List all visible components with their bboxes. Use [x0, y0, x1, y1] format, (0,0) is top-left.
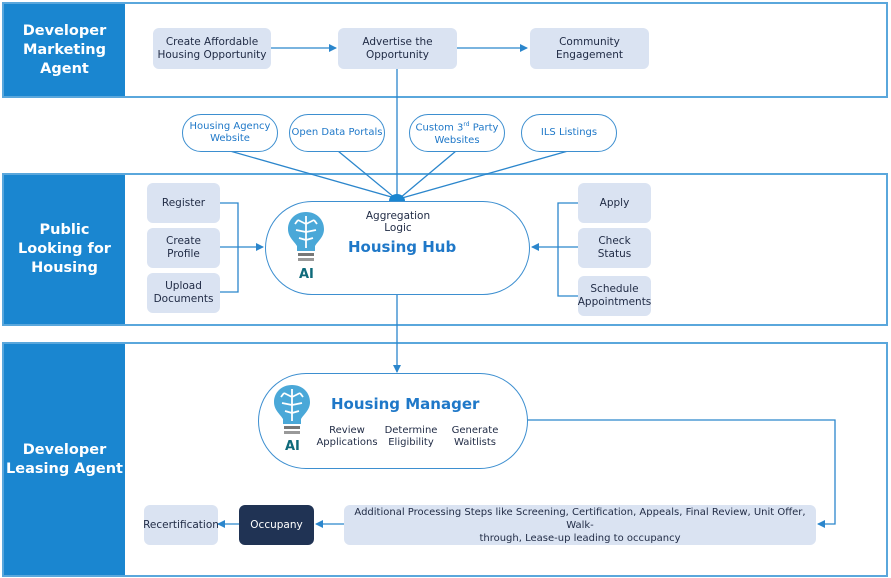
- action-text: Upload: [165, 280, 202, 292]
- bracket-left: [218, 202, 239, 293]
- lane-header-public: Public Looking for Housing: [4, 175, 125, 324]
- action-text: Documents: [153, 293, 214, 305]
- line-manager-to-processing: [526, 419, 836, 528]
- channel-text: Websites: [434, 134, 480, 146]
- action-text: Create Profile: [166, 235, 201, 260]
- step-text: Community: [559, 35, 620, 48]
- hub-title: Housing Hub: [348, 238, 457, 256]
- hub-subtitle: Aggregation Logic: [365, 210, 431, 234]
- lane-label-line: Marketing: [22, 41, 107, 58]
- lane-label-line: Leasing Agent: [6, 460, 123, 477]
- channel-text: Website: [210, 133, 250, 144]
- action-create-profile[interactable]: Create Profile: [147, 228, 220, 268]
- action-text: Register: [161, 196, 206, 209]
- action-apply[interactable]: Apply: [578, 183, 651, 223]
- step-text: Advertise the: [362, 35, 433, 48]
- step-text: Opportunity: [365, 48, 429, 61]
- step-occupancy[interactable]: Occupany: [239, 505, 314, 545]
- channel-text: Party: [472, 122, 499, 134]
- action-text: Appointments: [577, 296, 652, 308]
- aggregation-node: [389, 194, 405, 201]
- step-text: Engagement: [556, 48, 623, 61]
- lane-label-line: Developer: [22, 22, 107, 39]
- occupancy-text: Occupany: [250, 518, 303, 531]
- function-text: Eligibility: [388, 437, 434, 448]
- lightbulb-brain-icon: [274, 385, 310, 434]
- action-text: Check Status: [597, 235, 632, 260]
- channel-text: Custom 3: [415, 122, 464, 134]
- channel-open-data-portals[interactable]: Open Data Portals: [289, 114, 385, 152]
- manager-title: Housing Manager: [331, 395, 480, 413]
- bracket-right: [557, 202, 578, 297]
- function-text: Determine: [384, 425, 438, 436]
- line-channel-agency: [229, 150, 396, 199]
- manager-ai-label: AI: [285, 439, 300, 454]
- hub-ai-label: AI: [299, 267, 314, 282]
- line-channel-ils: [401, 150, 569, 199]
- lane-header-leasing: Developer Leasing Agent: [4, 344, 125, 575]
- lane-header-marketing: Developer Marketing Agent: [4, 4, 125, 96]
- channel-text: Housing Agency: [189, 121, 271, 132]
- step-additional-processing[interactable]: Additional Processing Steps like Screeni…: [344, 505, 816, 545]
- lane-developer-marketing-agent: Developer Marketing Agent: [2, 2, 888, 98]
- lane-label-line: Looking for: [18, 241, 111, 257]
- action-text: Schedule: [590, 283, 639, 295]
- step-recertification[interactable]: Recertification: [143, 505, 219, 545]
- processing-text: through, Lease-up leading to occupancy: [479, 532, 681, 544]
- action-check-status[interactable]: Check Status: [578, 228, 651, 268]
- lightbulb-brain-icon: [288, 212, 324, 261]
- channel-text: ILS Listings: [540, 127, 598, 138]
- channel-ils-listings[interactable]: ILS Listings: [521, 114, 617, 152]
- function-text: Waitlists: [454, 437, 496, 448]
- lane-label-line: Public: [39, 222, 90, 238]
- lane-label-line: Housing: [31, 260, 98, 276]
- step-text: Create Affordable: [165, 35, 259, 48]
- channel-text: Open Data Portals: [291, 127, 383, 138]
- action-register[interactable]: Register: [147, 183, 220, 223]
- processing-text: Additional Processing Steps like Screeni…: [354, 506, 806, 531]
- function-text: Applications: [316, 437, 378, 448]
- lane-label-line: Agent: [40, 60, 89, 77]
- step-text: Housing Opportunity: [157, 48, 267, 61]
- lane-label-line: Developer: [22, 441, 107, 458]
- recertification-text: Recertification: [143, 518, 219, 531]
- action-text: Apply: [599, 196, 630, 209]
- function-text: Generate: [451, 425, 499, 436]
- line-channel-opendata: [337, 150, 396, 199]
- line-channel-custom: [399, 150, 457, 199]
- channel-superscript: rd: [463, 121, 470, 129]
- function-text: Review: [329, 425, 365, 436]
